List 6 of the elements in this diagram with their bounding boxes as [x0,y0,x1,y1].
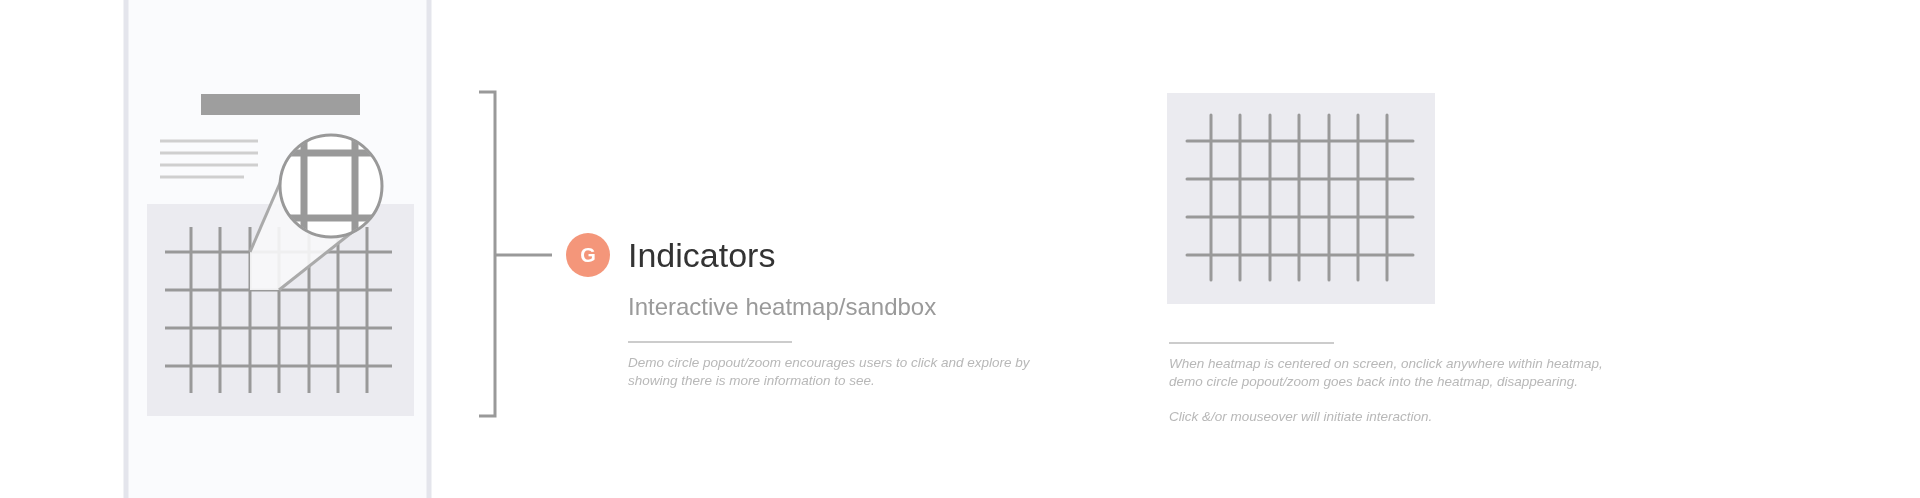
section-title: Indicators [628,235,776,276]
subtitle: Interactive heatmap/sandbox [628,292,937,322]
description-text: When heatmap is centered on screen, onclick anywhere within heatmap, demo circle popout/zoom goes back into the heatmap, disappearing. [1169,355,1604,391]
letter-badge: G [566,233,610,277]
note-text: Click &/or mouseover will initiate interaction. [1169,408,1434,426]
description-text: Demo circle popout/zoom encourages users to click and explore by showing there is more information to see. [628,354,1031,390]
